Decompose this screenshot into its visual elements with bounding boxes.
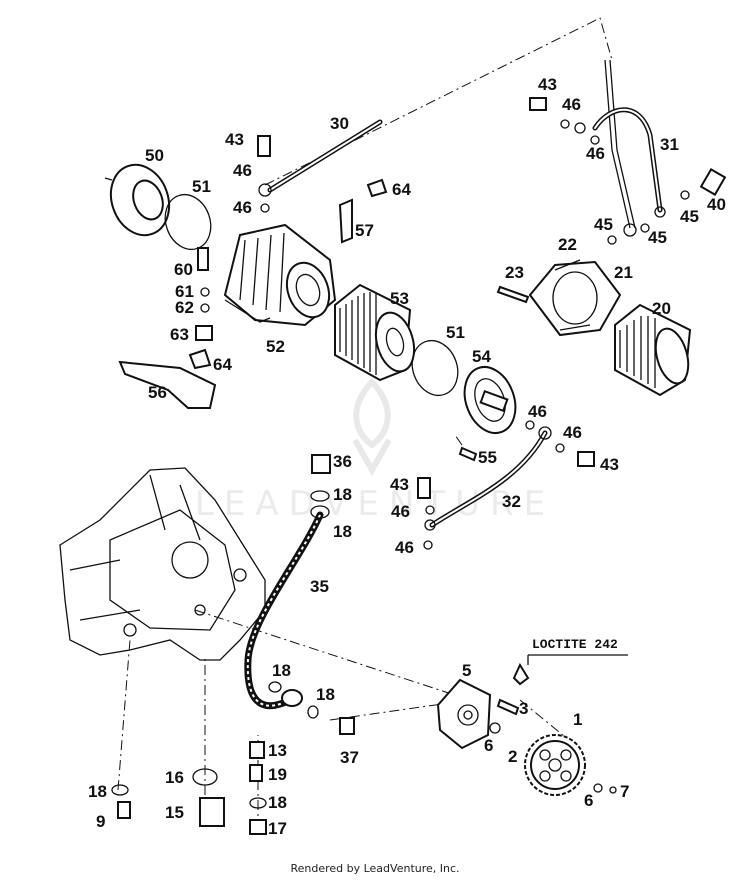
callouts: 1 3 5 6 2 6 7 9 18 16 15 13 19 18 17 18 … [88, 75, 726, 838]
callout-18a: 18 [88, 782, 107, 801]
callout-3: 3 [519, 699, 528, 718]
callout-52: 52 [266, 337, 285, 356]
callout-45c: 45 [648, 228, 667, 247]
callout-1: 1 [573, 710, 582, 729]
crankcase-housing [59, 467, 266, 661]
callout-36: 36 [333, 452, 352, 471]
callout-16: 16 [165, 768, 184, 787]
callout-57: 57 [355, 221, 374, 240]
callout-46f: 46 [233, 198, 252, 217]
callout-46g: 46 [562, 95, 581, 114]
part-6-washer [489, 722, 501, 734]
part-55-screw [458, 446, 478, 462]
part-53-oil-filter-element [334, 283, 416, 382]
callout-56: 56 [148, 383, 167, 402]
callout-18c: 18 [272, 661, 291, 680]
callout-37: 37 [340, 748, 359, 767]
callout-18d: 18 [316, 685, 335, 704]
part-6-washer-lower [593, 783, 603, 793]
callout-54: 54 [472, 347, 491, 366]
callout-50: 50 [145, 146, 164, 165]
callout-6b: 6 [584, 791, 593, 810]
callout-20: 20 [652, 299, 671, 318]
callout-9: 9 [96, 812, 105, 831]
part-50-oil-filter-cover [104, 163, 171, 237]
part-5-oil-pump [436, 678, 492, 750]
callout-45a: 45 [680, 207, 699, 226]
part-3-screw [496, 698, 520, 716]
callout-17: 17 [268, 819, 287, 838]
watermark-flame-logo [352, 377, 392, 477]
part-21-22-filter-cover-assembly [528, 259, 622, 337]
loctite-label: LOCTITE 242 [532, 637, 618, 652]
part-52-oil-filter-housing [223, 223, 337, 327]
callout-22: 22 [558, 235, 577, 254]
callout-18b: 18 [268, 793, 287, 812]
loctite-annotation: LOCTITE 242 [528, 637, 628, 656]
callout-30: 30 [330, 114, 349, 133]
callout-60: 60 [174, 260, 193, 279]
callout-46e: 46 [233, 161, 252, 180]
assembly-lines [117, 17, 613, 830]
callout-43c: 43 [225, 130, 244, 149]
callout-64b: 64 [392, 180, 411, 199]
callout-46c: 46 [528, 402, 547, 421]
callout-2: 2 [508, 747, 517, 766]
callout-63: 63 [170, 325, 189, 344]
callout-46d: 46 [563, 423, 582, 442]
loctite-drop-icon [512, 662, 530, 686]
callout-45b: 45 [594, 215, 613, 234]
callout-15: 15 [165, 803, 184, 822]
callout-51a: 51 [192, 177, 211, 196]
callout-5: 5 [462, 661, 471, 680]
part-20-oil-filter-element [614, 303, 692, 397]
callout-40: 40 [707, 195, 726, 214]
part-51-o-ring-lower [411, 339, 459, 397]
part-1-oil-pump-gear [524, 734, 586, 796]
callout-43b: 43 [600, 455, 619, 474]
callout-62: 62 [175, 298, 194, 317]
callout-7: 7 [620, 782, 629, 801]
callout-51b: 51 [446, 323, 465, 342]
callout-18e: 18 [333, 485, 352, 504]
callout-46a: 46 [391, 502, 410, 521]
callout-18f: 18 [333, 522, 352, 541]
callout-43a: 43 [390, 475, 409, 494]
callout-32: 32 [502, 492, 521, 511]
part-7-circlip [609, 786, 617, 794]
callout-46b: 46 [395, 538, 414, 557]
callout-23: 23 [505, 263, 524, 282]
callout-6a: 6 [484, 736, 493, 755]
part-23-screw [496, 285, 530, 304]
footer-credit: Rendered by LeadVenture, Inc. [290, 862, 460, 875]
callout-61: 61 [175, 282, 194, 301]
bolts-and-washers [111, 97, 727, 835]
callout-53: 53 [390, 289, 409, 308]
callout-31: 31 [660, 135, 679, 154]
callout-64a: 64 [213, 355, 232, 374]
oil-line-vertical [604, 59, 631, 229]
callout-43d: 43 [538, 75, 557, 94]
callout-55: 55 [478, 448, 497, 467]
callout-35: 35 [310, 577, 329, 596]
callout-21: 21 [614, 263, 633, 282]
part-56-locking-plate [118, 360, 217, 409]
callout-46h: 46 [586, 144, 605, 163]
part-54-filter-cover [463, 366, 517, 434]
callout-13: 13 [268, 741, 287, 760]
callout-19: 19 [268, 765, 287, 784]
